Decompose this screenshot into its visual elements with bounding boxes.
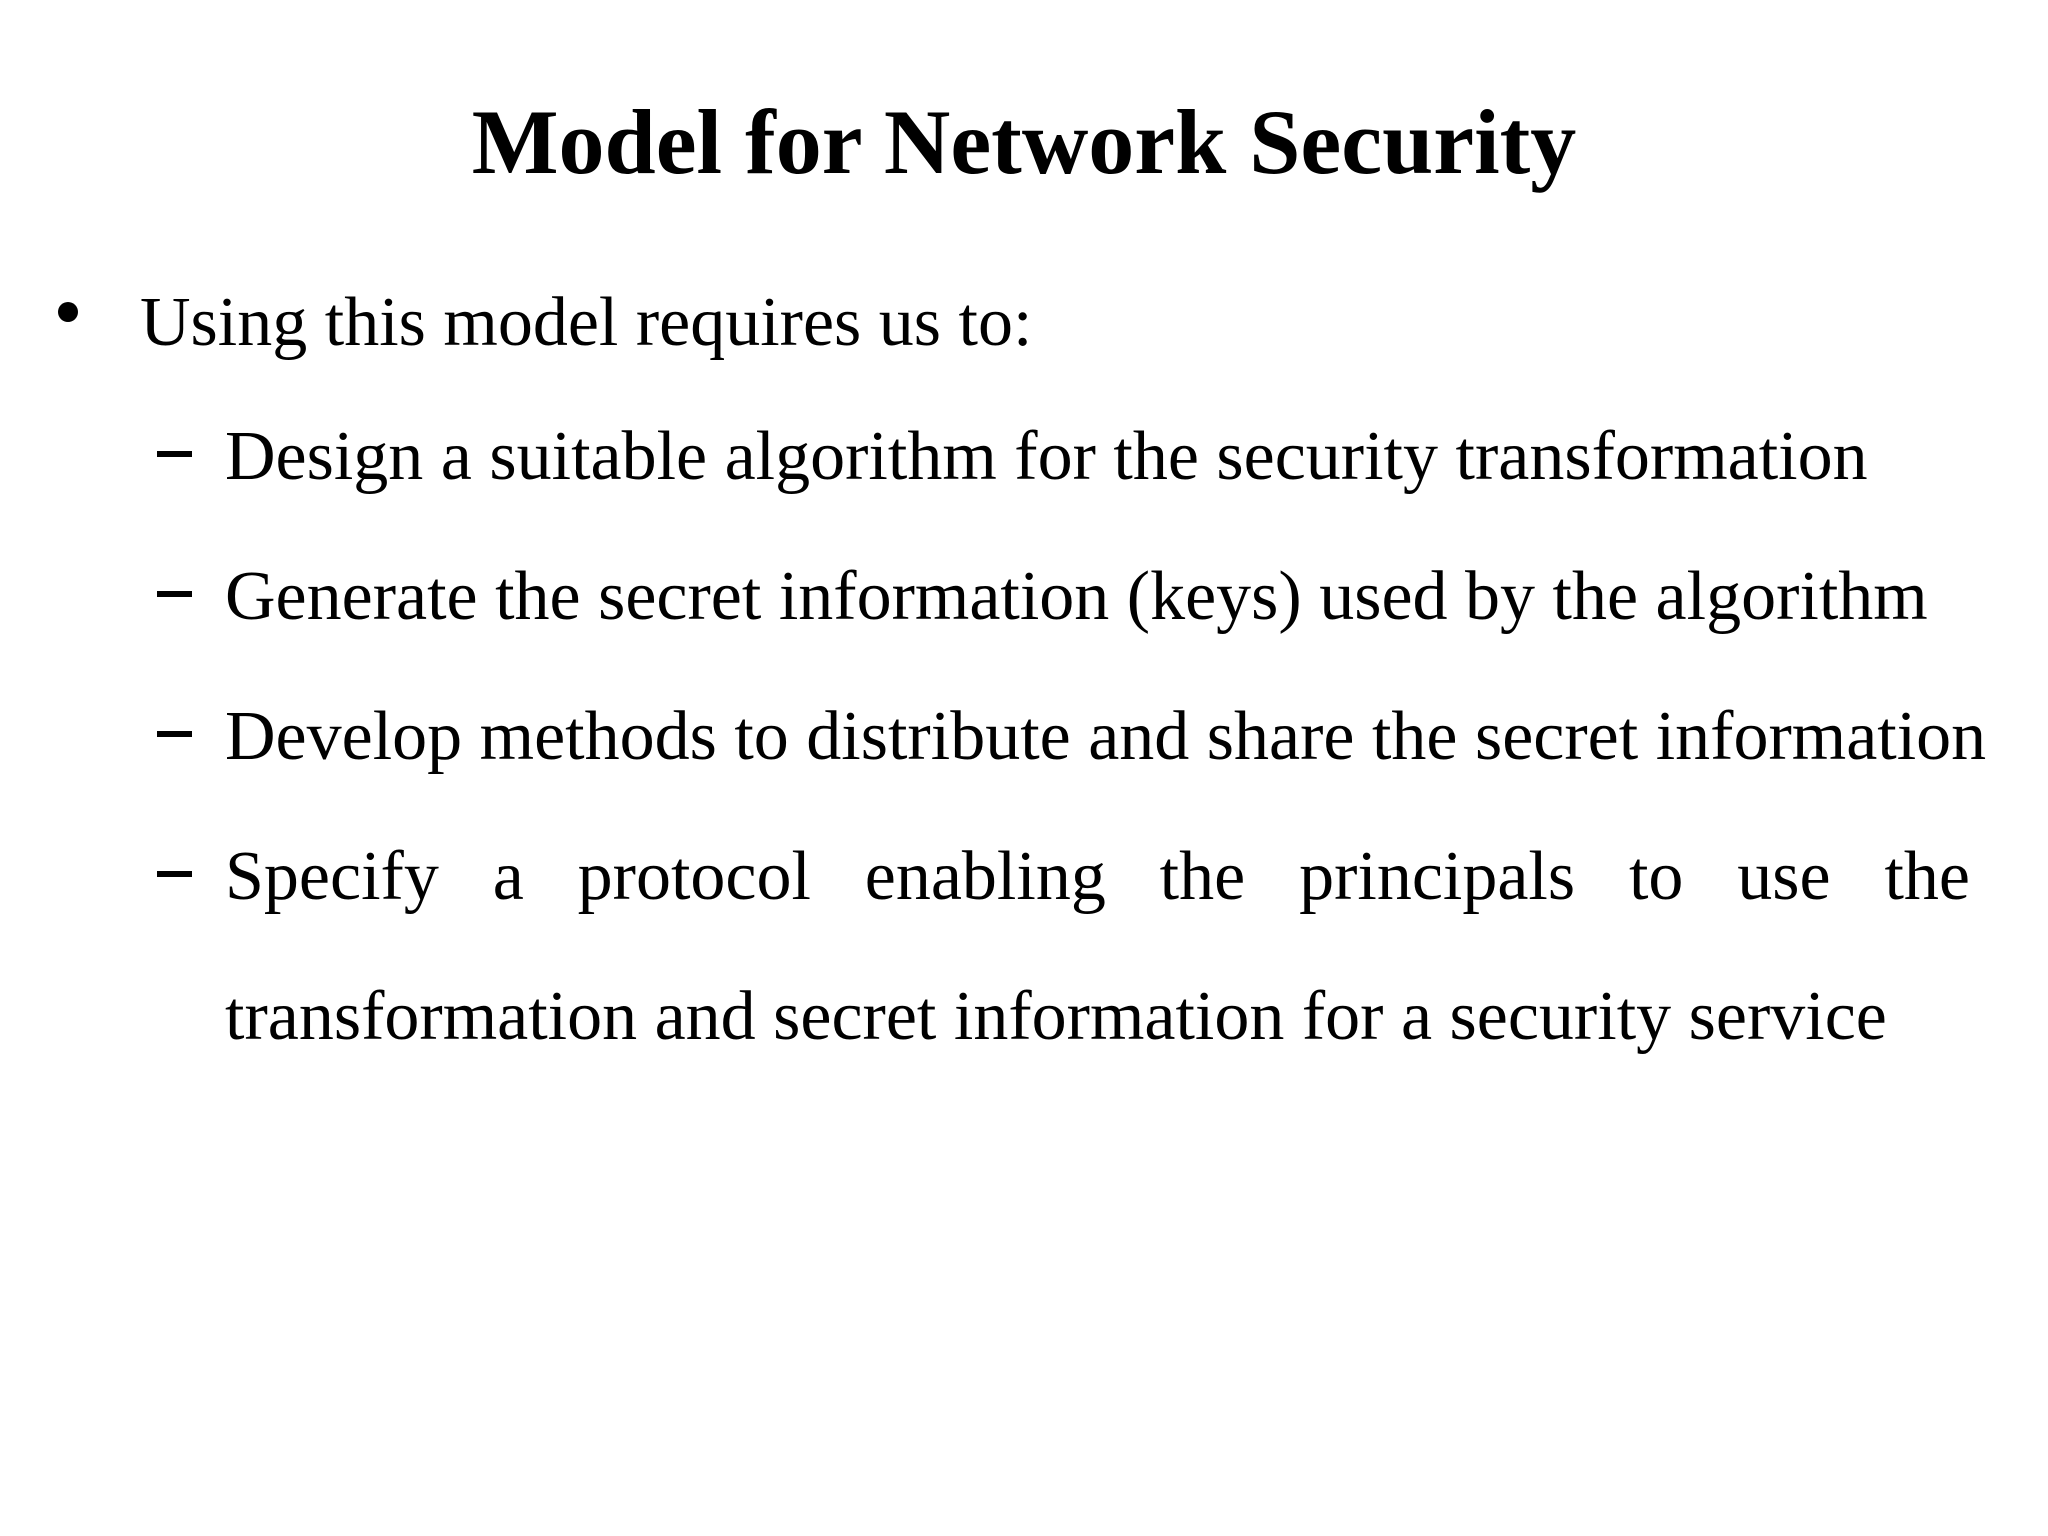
dash-bullet-icon <box>157 527 225 597</box>
dash-bullet-shape <box>157 730 192 737</box>
sub-bullet-list: Design a suitable algorithm for the secu… <box>0 387 2048 1087</box>
sub-bullet-text: Generate the secret information (keys) u… <box>225 557 1928 635</box>
bullet-item-level1: Using this model requires us to: <box>0 253 2048 393</box>
sub-bullet-item-justified: Specify a protocol enabling the principa… <box>0 807 2048 1087</box>
bullet-text: Using this model requires us to: <box>140 283 1033 361</box>
dash-bullet-icon <box>157 807 225 877</box>
disc-bullet-shape <box>58 301 78 322</box>
sub-bullet-item: Design a suitable algorithm for the secu… <box>0 387 2048 527</box>
sub-bullet-item: Generate the secret information (keys) u… <box>0 527 2048 667</box>
dash-bullet-shape <box>157 450 192 457</box>
sub-bullet-item: Develop methods to distribute and share … <box>0 667 2048 807</box>
dash-bullet-icon <box>157 667 225 737</box>
dash-bullet-shape <box>157 590 192 597</box>
sub-bullet-text-line1: Specify a protocol enabling the principa… <box>225 837 1970 915</box>
sub-bullet-text: Specify a protocol enabling the principa… <box>225 807 1970 1087</box>
sub-bullet-text: Design a suitable algorithm for the secu… <box>225 417 1868 495</box>
sub-bullet-text-line2: transformation and secret information fo… <box>225 977 1887 1055</box>
dash-bullet-icon <box>157 387 225 457</box>
sub-bullet-text: Develop methods to distribute and share … <box>225 697 1987 775</box>
disc-bullet-icon <box>58 253 140 322</box>
dash-bullet-shape <box>157 870 192 877</box>
slide-title: Model for Network Security <box>471 91 1577 193</box>
